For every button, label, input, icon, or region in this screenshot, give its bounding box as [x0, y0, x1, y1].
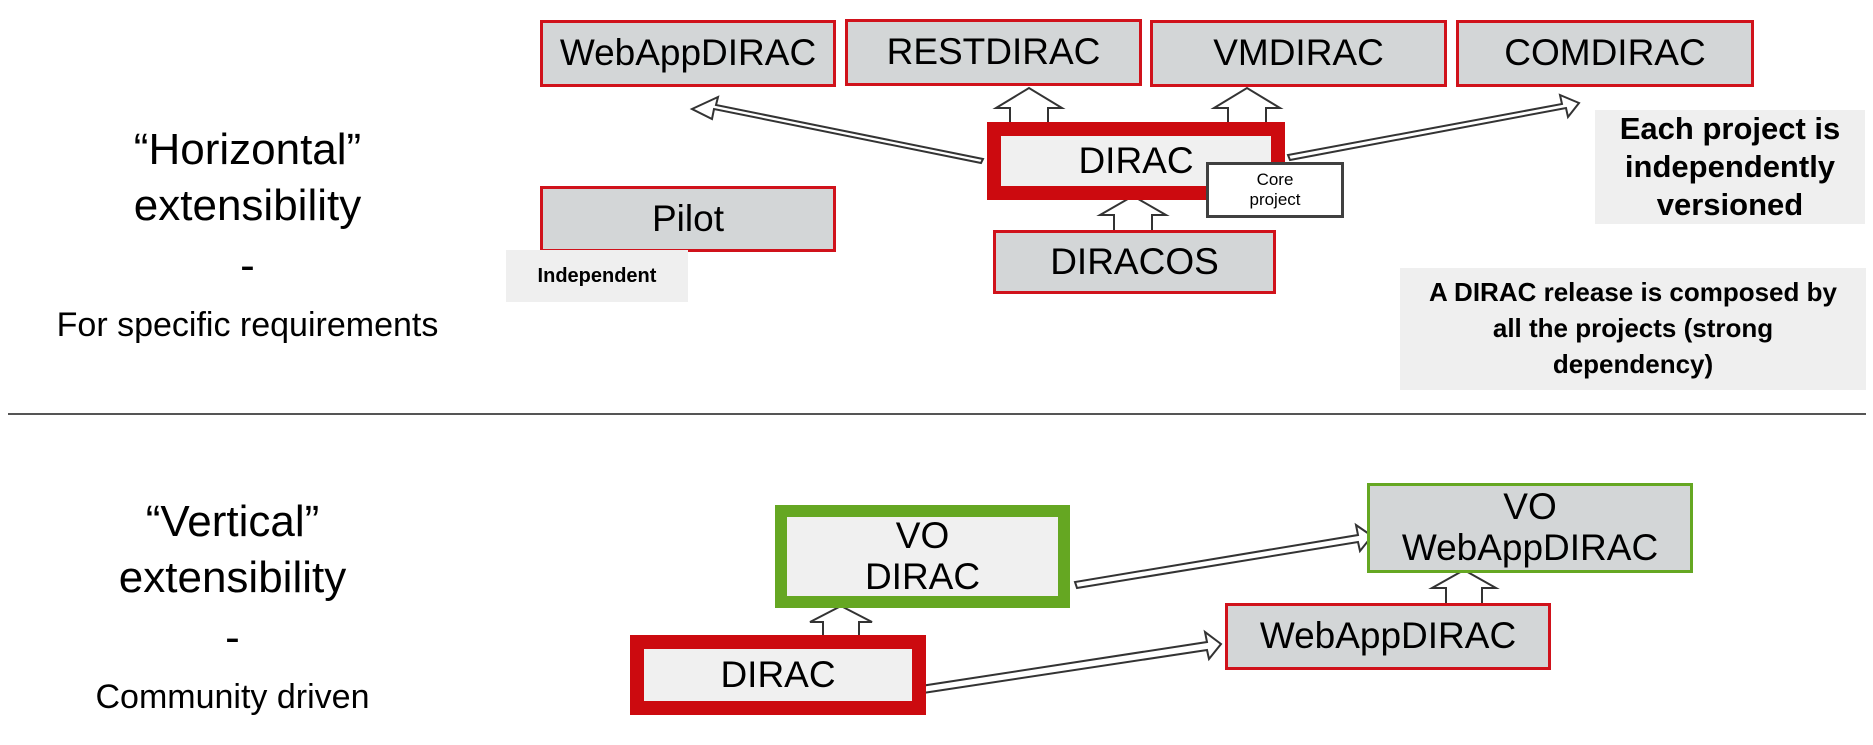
horizontal-title-line2: extensibility: [133, 181, 362, 230]
vertical-title-line1: “Vertical”: [145, 497, 320, 546]
arrow-dirac-to-webapp: [689, 95, 985, 165]
webappdirac-bottom-label: WebAppDIRAC: [1259, 615, 1517, 657]
dirac-bottom-label: DIRAC: [720, 653, 836, 695]
webappdirac-label: WebAppDIRAC: [559, 32, 817, 74]
core-project-callout: Core project: [1206, 162, 1344, 218]
release-note-text: A DIRAC release is composed by all the p…: [1429, 277, 1837, 379]
independent-label: Independent: [537, 264, 657, 287]
vertical-dash: -: [225, 613, 240, 662]
webappdirac-box: WebAppDIRAC: [540, 20, 836, 87]
dirac-bottom-box: DIRAC: [630, 635, 926, 715]
vertical-subtitle: Community driven: [95, 678, 370, 716]
diracos-label: DIRACOS: [1050, 240, 1219, 282]
vo-dirac-box: VO DIRAC: [775, 505, 1070, 608]
section-divider: [8, 413, 1866, 415]
arrow-dirac-to-webapp-bottom: [919, 629, 1223, 695]
vertical-title-line2: extensibility: [118, 553, 347, 602]
arrow-dirac-to-rest: [992, 86, 1066, 126]
vmdirac-box: VMDIRAC: [1150, 20, 1447, 87]
horizontal-dash: -: [240, 241, 255, 290]
diracos-box: DIRACOS: [993, 230, 1276, 294]
independent-note: Independent: [506, 250, 688, 302]
arrow-diracos-to-dirac: [1096, 194, 1170, 233]
dirac-core-label: DIRAC: [1078, 139, 1194, 181]
arrow-dirac-to-com: [1286, 93, 1581, 162]
vertical-heading: “Vertical” extensibility - Community dri…: [30, 497, 435, 716]
vo-webappdirac-box: VO WebAppDIRAC: [1367, 483, 1693, 573]
vo-dirac-label-line2: DIRAC: [864, 555, 981, 597]
vo-webappdirac-label-line1: VO: [1503, 486, 1557, 528]
core-project-label: Core project: [1249, 169, 1301, 209]
arrow-dirac-to-vodirac: [809, 604, 873, 637]
horizontal-heading: “Horizontal” extensibility - For specifi…: [40, 125, 455, 344]
horizontal-subtitle: For specific requirements: [56, 306, 439, 344]
arrow-webapp-to-vowebapp: [1428, 568, 1500, 605]
arrow-dirac-to-vm: [1210, 86, 1284, 126]
pilot-box: Pilot: [540, 186, 836, 252]
horizontal-title-line1: “Horizontal”: [133, 125, 362, 174]
versioned-note: Each project is independently versioned: [1595, 110, 1865, 224]
vo-dirac-label-line1: VO: [895, 514, 950, 556]
pilot-label: Pilot: [652, 197, 724, 239]
vo-webappdirac-label-line2: WebAppDIRAC: [1401, 527, 1659, 568]
release-note: A DIRAC release is composed by all the p…: [1400, 268, 1866, 390]
versioned-note-text: Each project is independently versioned: [1619, 111, 1841, 222]
arrow-vodirac-to-vowebapp: [1073, 522, 1374, 590]
webappdirac-bottom-box: WebAppDIRAC: [1225, 603, 1551, 670]
comdirac-box: COMDIRAC: [1456, 20, 1754, 87]
vmdirac-label: VMDIRAC: [1213, 32, 1384, 74]
comdirac-label: COMDIRAC: [1504, 32, 1706, 74]
restdirac-label: RESTDIRAC: [886, 31, 1101, 73]
restdirac-box: RESTDIRAC: [845, 19, 1142, 86]
